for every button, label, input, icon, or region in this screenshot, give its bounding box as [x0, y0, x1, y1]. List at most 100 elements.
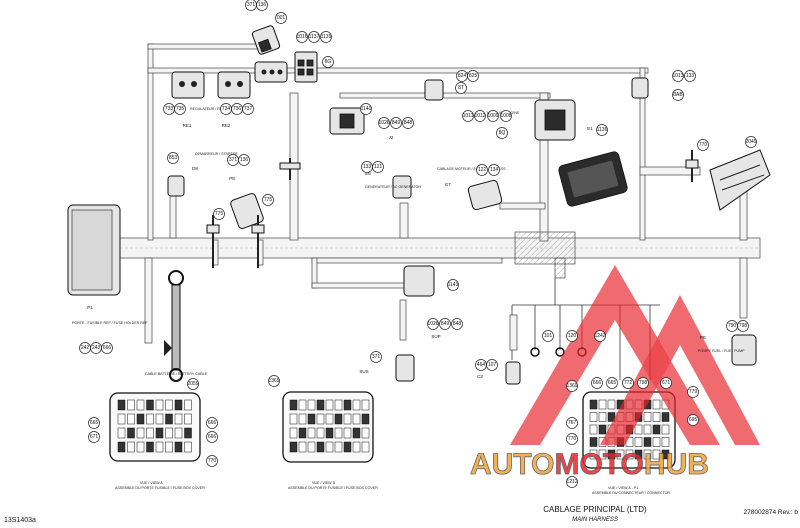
- fuse-slot: [165, 399, 173, 411]
- callout-label: 2059: [187, 381, 198, 387]
- callout-c8q: 8Q: [496, 127, 508, 139]
- callout-c371c: 371: [370, 351, 382, 363]
- callout-label: 8Q: [499, 130, 506, 136]
- callout-label: 1136: [597, 127, 608, 133]
- ignition-coil-2049: [709, 149, 771, 211]
- callout-c825: 825: [467, 70, 479, 82]
- fuse-slot: [155, 399, 164, 411]
- callout-c666a: 666: [101, 342, 113, 354]
- fuse-slot: [661, 424, 670, 435]
- fuse-slot: [343, 427, 352, 439]
- callout-c770d: 770: [566, 433, 578, 445]
- callout-label: 133: [363, 164, 372, 170]
- callout-label: 824: [458, 73, 467, 79]
- connectors: [67, 25, 771, 385]
- fuse-slot: [316, 441, 325, 453]
- tag-e1: E1: [587, 126, 593, 131]
- fuse-slot: [352, 441, 361, 453]
- fuse-slot: [661, 437, 670, 447]
- connector-001: [251, 25, 281, 55]
- left-vertical-branch: [147, 43, 154, 241]
- callout-label: 1212: [566, 479, 577, 485]
- connector-8ab: [631, 77, 649, 99]
- callout-label: 1242: [594, 333, 605, 339]
- fuse-slot: [334, 427, 343, 439]
- fuse-slot: [298, 413, 307, 425]
- fuse-slot: [652, 412, 661, 422]
- main-connector-p1: [67, 204, 121, 296]
- fuse-slot: [174, 413, 183, 425]
- view-b-subtitle: ASSEMBLE DU PORTE FUSIBLE / FUSE BOX COV…: [288, 486, 378, 490]
- callout-c8g: 8G: [322, 56, 334, 68]
- fuse-slot: [155, 427, 164, 439]
- tag-p1: P1: [87, 305, 93, 310]
- callout-c133b: 133: [684, 70, 696, 82]
- fuse-slot: [343, 441, 352, 453]
- fuse-slot: [117, 441, 126, 453]
- callout-label: 1137: [309, 34, 320, 40]
- fuse-box-view-a: [109, 392, 201, 462]
- callout-c824: 824: [456, 70, 468, 82]
- diagram-title: CABLAGE PRINCIPAL (LTD): [543, 505, 647, 514]
- callout-c734: 734: [220, 103, 232, 115]
- callout-c1139: 1139: [320, 31, 332, 43]
- callout-label: 1013: [672, 73, 683, 79]
- callout-label: 464: [477, 362, 486, 368]
- callout-c665: 665: [88, 417, 100, 429]
- watermark-prefix: AUTO: [470, 448, 554, 481]
- fuse-slot: [352, 427, 361, 439]
- callout-label: 8G: [325, 59, 332, 65]
- callout-label: 1016: [296, 34, 307, 40]
- callout-label: 1369: [268, 378, 279, 384]
- callout-label: 798: [739, 323, 748, 329]
- callout-label: 001: [277, 15, 286, 21]
- fuse-slot: [334, 399, 343, 411]
- regulator-connectors: [171, 61, 288, 99]
- callout-c735: 735: [174, 103, 186, 115]
- fuse-slot: [652, 424, 661, 435]
- fuse-slot: [136, 413, 145, 425]
- connector-e7: [467, 179, 503, 211]
- callout-label: 666: [208, 434, 217, 440]
- note-fuel-pump: POMPE FUEL / FUEL PUMP: [698, 349, 745, 353]
- callout-c772: 772: [622, 377, 634, 389]
- view-c-title: VUE / VIEW A - P1: [608, 486, 638, 490]
- callout-label: 1009: [487, 113, 498, 119]
- view-a-title: VUE / VIEW A: [140, 481, 163, 485]
- fuse-slot: [136, 427, 145, 439]
- fuse-slot: [625, 449, 634, 460]
- fuse-slot: [634, 424, 643, 435]
- fuse-slot: [361, 413, 370, 425]
- callout-c733: 733: [163, 103, 175, 115]
- lower-mid-branch: [311, 257, 503, 264]
- callout-c770: 770: [697, 139, 709, 151]
- callout-c775a: 775: [213, 208, 225, 220]
- callout-label: 1026: [427, 321, 438, 327]
- fuse-slot: [307, 441, 316, 453]
- callout-label: 848: [404, 120, 413, 126]
- watermark-triangle-right: [600, 295, 760, 445]
- callout-c134: 134: [488, 164, 500, 176]
- callout-c848a: 848: [402, 117, 414, 129]
- fuse-slot: [316, 427, 325, 439]
- fuse-slot: [155, 413, 164, 425]
- fuse-slot: [136, 399, 145, 411]
- fuse-slot: [117, 399, 126, 411]
- connector-c3: [505, 361, 521, 385]
- callout-c1369a: 1369: [268, 375, 280, 387]
- callout-c2049: 2049: [745, 136, 757, 148]
- fuse-slot: [174, 441, 183, 453]
- fuse-slot: [289, 441, 298, 453]
- fuse-slot: [325, 413, 334, 425]
- callout-c1137: 1137: [308, 31, 320, 43]
- callout-c736: 736: [231, 103, 243, 115]
- callout-c1008: 1008: [500, 110, 512, 122]
- callout-label: 371: [372, 354, 381, 360]
- callout-label: 1139: [321, 34, 332, 40]
- fuse-slot: [127, 441, 135, 453]
- callout-c1369b: 1369: [566, 380, 578, 392]
- tag-sup: SUP: [431, 334, 440, 339]
- callout-c1009: 1009: [487, 110, 499, 122]
- callout-c1242: 1242: [594, 330, 606, 342]
- callout-c8t: 8T: [455, 82, 467, 94]
